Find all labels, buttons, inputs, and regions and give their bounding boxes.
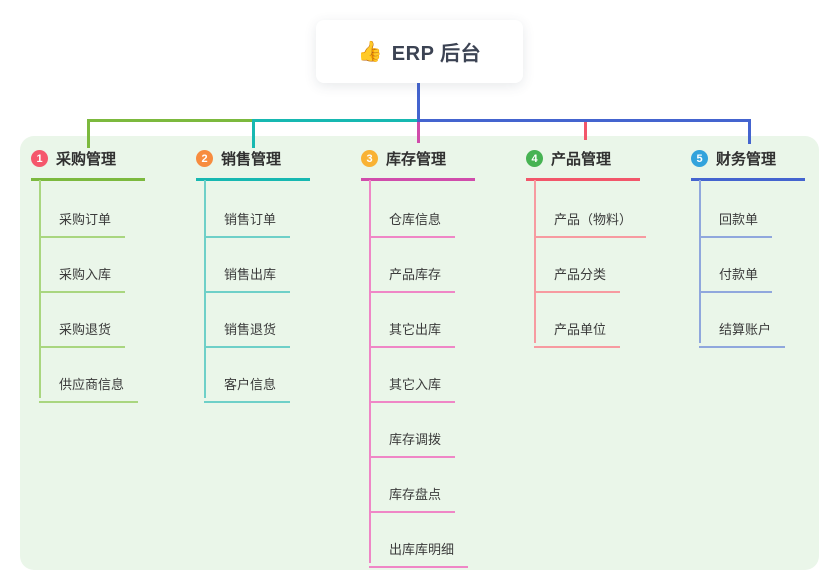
branch-number-badge: 2 <box>196 150 213 167</box>
branches-panel <box>20 136 819 570</box>
child-node[interactable]: 采购退货 <box>39 316 126 348</box>
child-node[interactable]: 销售订单 <box>204 206 291 238</box>
child-node[interactable]: 库存盘点 <box>369 481 456 513</box>
child-node[interactable]: 采购订单 <box>39 206 126 238</box>
branch-node-purchase[interactable]: 1 采购管理 <box>31 148 145 181</box>
branch-title-label: 产品管理 <box>551 151 612 168</box>
branch-title-label: 库存管理 <box>386 151 447 168</box>
connector-drop-branch-5 <box>748 121 751 144</box>
thumbs-up-icon: 👍 <box>357 40 383 63</box>
child-node[interactable]: 付款单 <box>699 261 773 293</box>
connector-bus-right-blue <box>417 119 751 122</box>
child-node[interactable]: 仓库信息 <box>369 206 456 238</box>
root-node[interactable]: 👍 ERP 后台 <box>316 20 523 83</box>
branch-node-finance[interactable]: 5 财务管理 <box>691 148 805 181</box>
child-node[interactable]: 产品单位 <box>534 316 621 348</box>
connector-drop-branch-2 <box>252 121 255 148</box>
branch-number-badge: 5 <box>691 150 708 167</box>
branch-title-label: 财务管理 <box>716 151 777 168</box>
child-node[interactable]: 采购入库 <box>39 261 126 293</box>
connector-drop-branch-1 <box>87 121 90 148</box>
child-node[interactable]: 销售出库 <box>204 261 291 293</box>
branch-number-badge: 1 <box>31 150 48 167</box>
child-node[interactable]: 产品库存 <box>369 261 456 293</box>
branch-title-label: 采购管理 <box>56 151 117 168</box>
child-node[interactable]: 其它出库 <box>369 316 456 348</box>
connector-drop-branch-3 <box>417 121 420 143</box>
connector-bus-left-teal <box>252 119 420 122</box>
child-node[interactable]: 出库库明细 <box>369 536 469 568</box>
branch-node-product[interactable]: 4 产品管理 <box>526 148 640 181</box>
child-node[interactable]: 产品分类 <box>534 261 621 293</box>
child-node[interactable]: 产品（物料） <box>534 206 647 238</box>
branch-number-badge: 3 <box>361 150 378 167</box>
branch-children-spine <box>534 180 536 343</box>
branch-children-spine <box>699 180 701 343</box>
branch-number-badge: 4 <box>526 150 543 167</box>
child-node[interactable]: 库存调拨 <box>369 426 456 458</box>
branch-title-label: 销售管理 <box>221 151 282 168</box>
connector-root-drop <box>417 83 420 121</box>
branch-node-inventory[interactable]: 3 库存管理 <box>361 148 475 181</box>
branch-children-spine <box>39 180 41 398</box>
branch-node-sales[interactable]: 2 销售管理 <box>196 148 310 181</box>
child-node[interactable]: 结算账户 <box>699 316 786 348</box>
connector-drop-branch-4 <box>584 121 587 140</box>
branch-children-spine <box>204 180 206 398</box>
root-title: ERP 后台 <box>391 43 482 65</box>
child-node[interactable]: 客户信息 <box>204 371 291 403</box>
child-node[interactable]: 销售退货 <box>204 316 291 348</box>
branch-children-spine <box>369 180 371 563</box>
connector-bus-left-green <box>87 119 254 122</box>
child-node[interactable]: 回款单 <box>699 206 773 238</box>
child-node[interactable]: 其它入库 <box>369 371 456 403</box>
child-node[interactable]: 供应商信息 <box>39 371 139 403</box>
